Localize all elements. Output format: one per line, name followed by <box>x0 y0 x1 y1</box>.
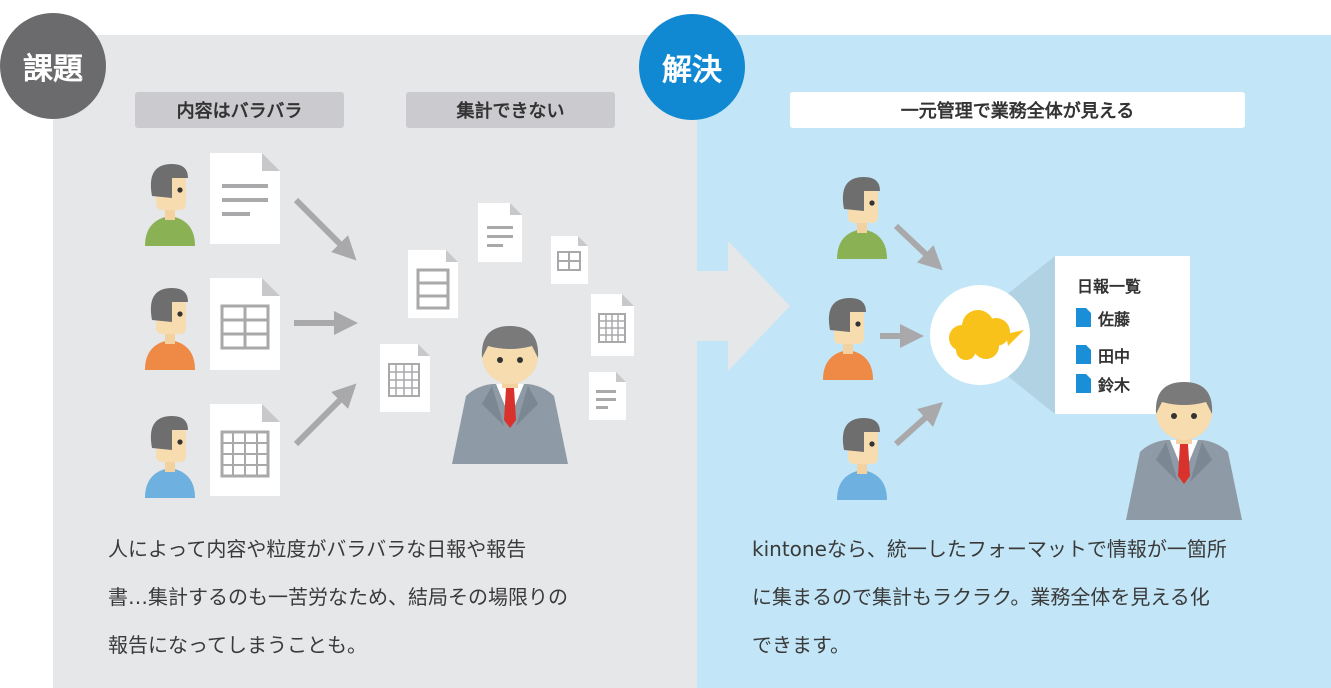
solution-description: kintoneなら、統一したフォーマットで情報が一箇所 に集まるので集計もラクラ… <box>752 537 1227 657</box>
file-icon <box>1076 345 1091 364</box>
scattered-doc-icon <box>589 372 626 420</box>
person-blue <box>145 416 195 498</box>
doc-form-icon <box>210 278 280 370</box>
doc-grid-icon <box>210 404 280 496</box>
solution-badge: 解決 <box>639 14 745 120</box>
report-item: 佐藤 <box>1076 308 1131 329</box>
report-item-label: 鈴木 <box>1098 376 1131 395</box>
manager-figure <box>452 326 568 464</box>
scattered-doc-icon <box>478 203 522 262</box>
solution-label: 一元管理で業務全体が見える <box>790 92 1245 128</box>
report-title: 日報一覧 <box>1077 277 1141 296</box>
person-green <box>837 177 887 259</box>
issue-label-scattered: 内容はバラバラ <box>135 92 344 128</box>
report-item: 田中 <box>1076 345 1130 366</box>
file-icon <box>1076 374 1091 393</box>
scattered-doc-icon <box>408 250 458 318</box>
scattered-doc-icon <box>551 236 588 284</box>
arrows-to-center <box>293 197 358 447</box>
file-icon <box>1076 308 1091 327</box>
cloud-icon <box>949 310 1024 360</box>
person-orange <box>145 288 195 370</box>
scattered-doc-icon <box>380 344 430 412</box>
report-item-label: 田中 <box>1098 347 1130 366</box>
person-green <box>145 164 195 246</box>
person-orange <box>823 298 873 380</box>
scattered-doc-icon <box>591 294 634 356</box>
issue-description: 人によって内容や粒度がバラバラな日報や報告 書…集計するのも一苦労なため、結局そ… <box>108 537 568 657</box>
arrows-to-cloud <box>880 223 943 447</box>
transition-arrow <box>697 241 790 371</box>
report-item-label: 佐藤 <box>1097 310 1131 329</box>
issue-label-cannot-aggregate: 集計できない <box>406 92 615 128</box>
doc-text-icon <box>210 153 280 244</box>
issue-badge: 課題 <box>0 13 106 119</box>
person-blue <box>837 418 887 500</box>
report-item: 鈴木 <box>1076 374 1131 395</box>
